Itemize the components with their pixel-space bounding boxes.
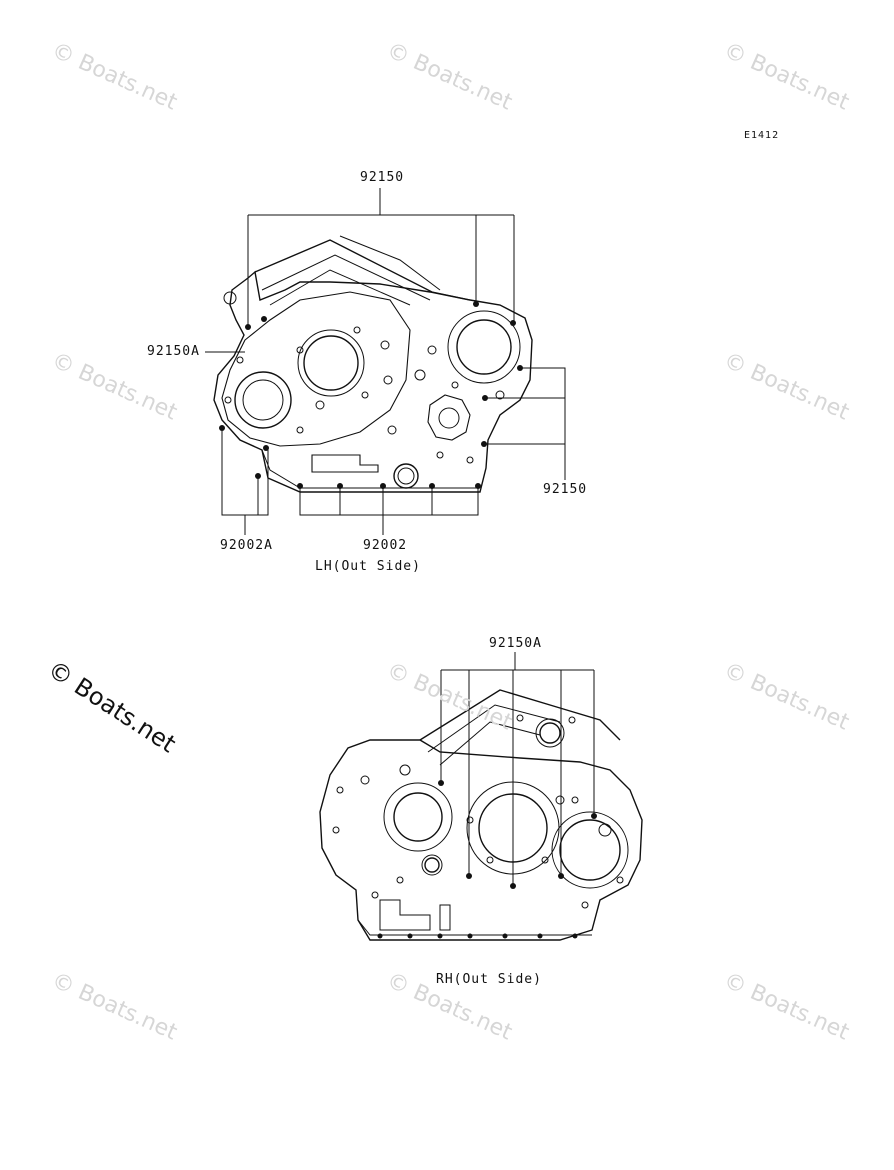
lh-part-label-92150-right: 92150 [543,482,588,497]
diagram-code: E1412 [744,130,780,141]
lh-part-label-92150-top: 92150 [360,170,405,185]
lh-view-caption: LH(Out Side) [315,559,421,574]
lh-leader-lines [205,188,566,535]
rh-view-caption: RH(Out Side) [436,972,542,987]
lh-crankcase-drawing [213,235,533,493]
rh-part-label-92150a: 92150A [489,636,542,651]
lh-part-label-92150a: 92150A [147,344,200,359]
lh-part-label-92002: 92002 [363,538,408,553]
lh-part-label-92002a: 92002A [220,538,273,553]
rh-leader-lines [440,652,595,886]
